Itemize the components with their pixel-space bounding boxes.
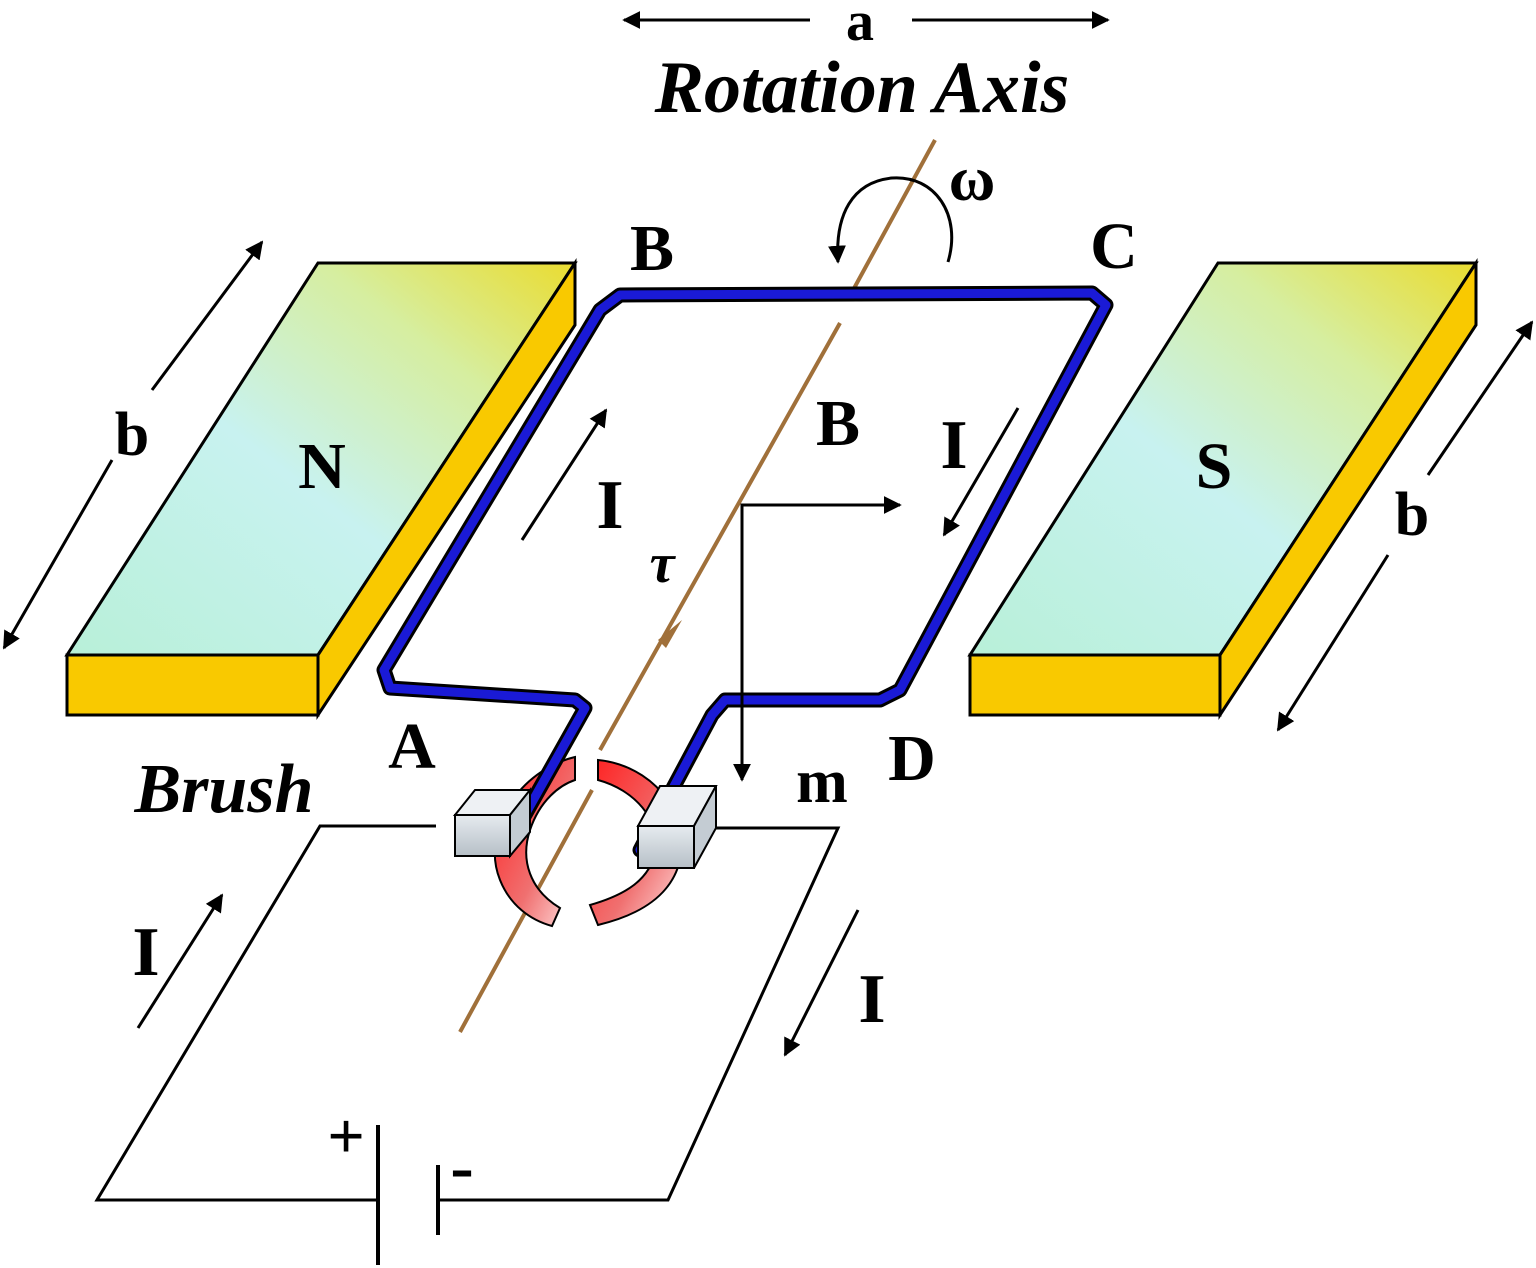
label-corner-b: B (630, 212, 674, 285)
label-magnet-n: N (298, 430, 346, 503)
arrow-b-left-down (2, 459, 114, 650)
label-rotation-axis: Rotation Axis (654, 47, 1070, 129)
label-omega: ω (949, 143, 996, 214)
magnet-north (64, 257, 578, 721)
label-a: a (846, 0, 874, 53)
dimension-arrows (2, 11, 1534, 732)
label-current-left: I (596, 467, 623, 544)
label-field-b: B (816, 387, 860, 460)
arrow-current-circuit-left (136, 893, 224, 1029)
arrow-b-right-up (1426, 320, 1534, 476)
magnet-south (967, 257, 1479, 721)
arrow-current-left (520, 408, 608, 541)
label-plus: + (327, 1100, 365, 1173)
label-corner-c: C (1090, 210, 1138, 283)
label-b-right: b (1395, 481, 1429, 549)
arrow-b-right-down (1276, 554, 1390, 732)
label-corner-d: D (888, 722, 936, 795)
arrow-b-left-up (150, 240, 264, 391)
battery (376, 1125, 440, 1265)
omega-rotation-arrow (827, 176, 954, 264)
label-b-left: b (115, 401, 149, 469)
label-moment-m: m (796, 748, 848, 816)
label-magnet-s: S (1196, 430, 1233, 503)
current-loop (376, 285, 1114, 858)
label-current-right: I (940, 407, 967, 484)
arrow-current-right (942, 407, 1020, 537)
external-circuit (94, 824, 841, 1202)
label-current-circuit-right: I (858, 961, 885, 1038)
label-corner-a: A (388, 710, 436, 783)
vector-arrows (733, 496, 902, 782)
arrow-field-b (740, 496, 902, 680)
brush-left (452, 787, 533, 859)
current-arrows (136, 407, 1020, 1057)
arrow-current-circuit-right (783, 909, 860, 1057)
label-brush: Brush (133, 751, 313, 828)
label-minus: - (450, 1129, 473, 1206)
label-tau: τ (650, 533, 677, 595)
brush-right (636, 785, 718, 869)
label-current-circuit-left: I (132, 914, 159, 991)
